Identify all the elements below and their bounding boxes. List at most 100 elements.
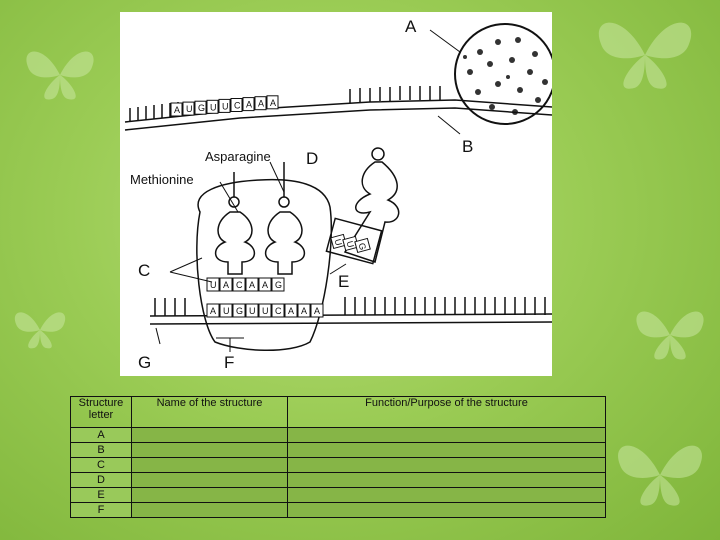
label-e: E: [338, 272, 349, 291]
butterfly-decoration: [14, 312, 66, 349]
base-box: [219, 303, 233, 318]
row-name-cell[interactable]: [131, 472, 288, 488]
base-letter: A: [314, 306, 320, 316]
base-letter: U: [223, 306, 230, 316]
base-box: [206, 99, 219, 114]
base-letter: A: [301, 306, 307, 316]
butterfly-decoration: [26, 51, 94, 100]
amino-acid-asparagine: Asparagine: [205, 149, 271, 164]
label-f: F: [224, 353, 234, 372]
label-c: C: [138, 261, 150, 280]
base-box: [242, 97, 255, 112]
base-box: [219, 277, 233, 292]
base-box: [258, 303, 272, 318]
base-letter: U: [262, 306, 269, 316]
row-letter: E: [70, 487, 132, 503]
table-row: A: [70, 427, 606, 443]
row-function-cell[interactable]: [287, 502, 606, 518]
base-letter: A: [174, 105, 180, 115]
row-function-cell[interactable]: [287, 472, 606, 488]
base-letter: A: [270, 98, 276, 108]
label-a: A: [405, 17, 417, 36]
header-structure-letter: Structure letter: [70, 396, 132, 428]
base-box: [284, 303, 298, 318]
base-letter: A: [210, 306, 216, 316]
base-letter: U: [345, 240, 356, 249]
base-letter: U: [333, 238, 344, 247]
header-structure-name: Name of the structure: [131, 396, 288, 428]
base-box: [258, 277, 272, 292]
row-function-cell[interactable]: [287, 457, 606, 473]
row-function-cell[interactable]: [287, 427, 606, 443]
base-letter: C: [234, 101, 241, 111]
base-letter: A: [258, 99, 264, 109]
base-box: [271, 277, 285, 292]
row-letter: D: [70, 472, 132, 488]
row-letter: C: [70, 457, 132, 473]
base-box: [218, 98, 231, 113]
row-name-cell[interactable]: [131, 457, 288, 473]
base-box: [354, 237, 371, 254]
base-box: [297, 303, 311, 318]
base-box: [245, 277, 259, 292]
base-letter: U: [249, 306, 256, 316]
structure-table: Structure letter Name of the structure F…: [70, 396, 606, 518]
table-row: D: [70, 472, 606, 488]
structure-table-container: Structure letter Name of the structure F…: [70, 396, 606, 518]
base-box: [266, 95, 279, 110]
base-letter: G: [198, 103, 205, 113]
table-header-row: Structure letter Name of the structure F…: [70, 396, 606, 428]
label-g: G: [138, 353, 151, 372]
header-structure-function: Function/Purpose of the structure: [287, 396, 606, 428]
base-letter: G: [275, 280, 282, 290]
base-letter: U: [186, 104, 193, 114]
amino-acid-methionine: Methionine: [130, 172, 194, 187]
row-letter: F: [70, 502, 132, 518]
base-box: [271, 303, 285, 318]
row-letter: A: [70, 427, 132, 443]
base-box: [230, 98, 243, 112]
base-box: [182, 101, 195, 116]
label-b: B: [462, 137, 473, 156]
base-letter: G: [357, 242, 368, 251]
row-function-cell[interactable]: [287, 487, 606, 503]
base-letter: U: [210, 280, 217, 290]
butterfly-decoration: [598, 22, 692, 89]
base-box: [245, 303, 259, 318]
base-letter: A: [223, 280, 229, 290]
base-letter: A: [262, 280, 268, 290]
table-row: C: [70, 457, 606, 473]
ribosome-sphere: [454, 23, 552, 125]
table-row: E: [70, 487, 606, 503]
row-name-cell[interactable]: [131, 442, 288, 458]
base-box: [232, 277, 246, 292]
label-d: D: [306, 149, 318, 168]
base-box: [310, 303, 324, 318]
row-function-cell[interactable]: [287, 442, 606, 458]
butterfly-decoration: [618, 445, 702, 506]
table-row: B: [70, 442, 606, 458]
free-trna: [325, 147, 400, 265]
base-letter: A: [288, 306, 294, 316]
base-box: [232, 303, 246, 318]
base-letter: U: [210, 102, 217, 112]
base-letter: C: [236, 280, 243, 290]
base-letter: A: [249, 280, 255, 290]
pointer-lines: [155, 29, 461, 352]
row-name-cell[interactable]: [131, 427, 288, 443]
table-row: F: [70, 502, 606, 518]
ribosome-blob: [196, 178, 333, 351]
base-letter: A: [246, 100, 252, 110]
base-box: [170, 102, 183, 117]
butterfly-decoration: [636, 311, 704, 360]
base-letter: U: [222, 101, 229, 111]
row-name-cell[interactable]: [131, 487, 288, 503]
row-letter: B: [70, 442, 132, 458]
row-name-cell[interactable]: [131, 502, 288, 518]
